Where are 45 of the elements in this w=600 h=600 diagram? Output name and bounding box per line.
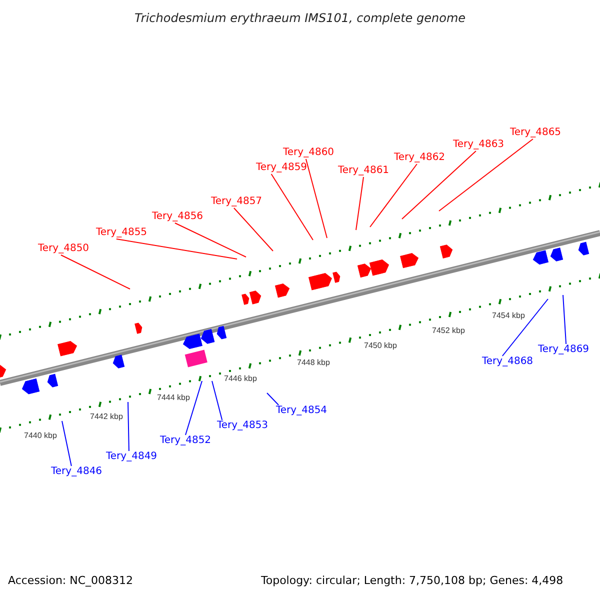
footer-text: Accession: NC_008312 <box>8 575 134 587</box>
scale-label: 7442 kbp <box>90 411 123 423</box>
scale-label: 7444 kbp <box>157 392 190 404</box>
gene-label: Tery_4862 <box>394 152 446 164</box>
leader-line <box>233 208 274 252</box>
leader-line <box>60 254 130 290</box>
scale-label: 7446 kbp <box>224 373 257 385</box>
footer-text: Topology: circular; Length: 7,750,108 bp; Genes: 4,498 <box>261 575 564 587</box>
scale-label: 7440 kbp <box>24 430 57 442</box>
leader-line <box>62 420 72 466</box>
gene-label: Tery_4860 <box>283 147 334 159</box>
leader-line <box>185 380 202 436</box>
gene-label: Tery_4861 <box>338 165 390 177</box>
gene-label: Tery_4853 <box>217 420 268 432</box>
scale-label: 7454 kbp <box>492 310 525 322</box>
chart-title: Trichodesmium erythraeum IMS101, complete genome <box>133 12 467 24</box>
gene-label: Tery_4850 <box>38 243 90 255</box>
gene-label: Tery_4855 <box>96 227 148 239</box>
leader-line <box>270 174 314 240</box>
leader-line <box>212 380 223 420</box>
gene-label: Tery_4859 <box>256 162 308 174</box>
scale-label: 7448 kbp <box>297 357 330 369</box>
leader-line <box>438 138 534 212</box>
leader-line <box>562 294 567 344</box>
scale-label: 7450 kbp <box>364 340 397 352</box>
scale-label: 7452 kbp <box>432 325 465 337</box>
gene-label: Tery_4865 <box>510 127 562 139</box>
leader-line <box>502 298 548 356</box>
gene-label: Tery_4856 <box>152 211 204 223</box>
leader-line <box>402 150 476 220</box>
gene-label: Tery_4869 <box>538 344 590 356</box>
gene-label: Tery_4857 <box>211 196 262 208</box>
leader-line <box>305 158 328 238</box>
leader-line <box>370 164 418 228</box>
gene-label: Tery_4863 <box>453 139 504 151</box>
gene-label: Tery_4846 <box>51 466 102 478</box>
leader-line <box>128 402 130 452</box>
gene-label: Tery_4854 <box>276 405 328 417</box>
gene-label: Tery_4849 <box>106 451 158 463</box>
leader-line <box>266 392 280 406</box>
leader-line <box>116 238 238 260</box>
gene-label: Tery_4852 <box>160 435 212 447</box>
leader-line <box>174 222 246 258</box>
leader-line <box>356 176 364 230</box>
gene-label: Tery_4868 <box>482 356 534 368</box>
